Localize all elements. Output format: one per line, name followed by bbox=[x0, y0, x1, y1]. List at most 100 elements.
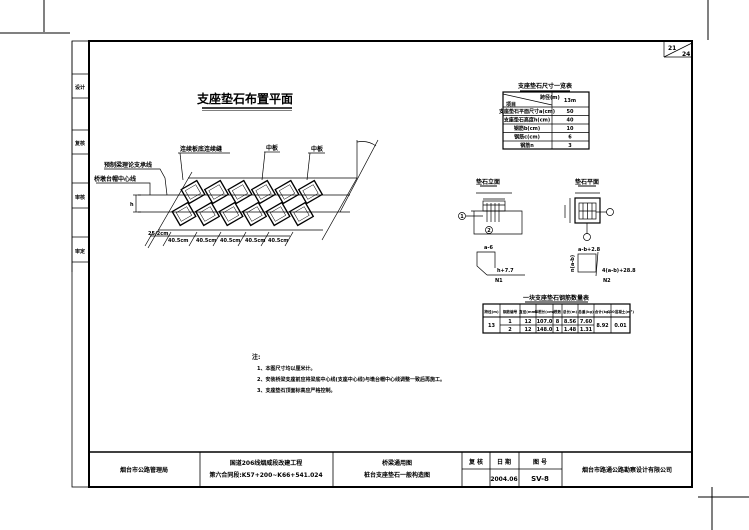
size-value: 50 bbox=[567, 109, 574, 115]
dim-label: 40.5cm bbox=[196, 238, 217, 244]
rebar-cell: 8.56 bbox=[564, 319, 577, 325]
inner-frame bbox=[88, 40, 693, 488]
circle-mark: 2 bbox=[487, 228, 491, 234]
size-value: 6 bbox=[568, 135, 572, 141]
drawing-category: 桥梁通用图 bbox=[382, 459, 412, 467]
size-item: 支座垫石高度h(cm) bbox=[503, 117, 550, 124]
circle-mark: 1 bbox=[460, 214, 464, 220]
notes-heading: 注: bbox=[252, 353, 260, 361]
corner-bottom: 项目 bbox=[506, 101, 516, 108]
side-strip bbox=[71, 41, 89, 272]
dim-label: 40.5cm bbox=[268, 238, 289, 244]
size-value: 10 bbox=[567, 126, 574, 132]
label-mid-plate: 中板 bbox=[311, 145, 324, 153]
rebar-cell: 1 bbox=[556, 327, 560, 333]
agency-name: 烟台市公路管理局 bbox=[120, 466, 168, 474]
span-header: 13m bbox=[564, 98, 576, 104]
label-support-line: 预制梁理论支承线 bbox=[104, 161, 152, 169]
elevation-detail bbox=[458, 192, 523, 235]
plan-detail-title: 垫石平面 bbox=[575, 178, 599, 186]
rebar-header: 合计(kg) bbox=[594, 309, 611, 314]
rebar-header: C30混凝土(m³) bbox=[607, 309, 634, 314]
rebar-table: 跨径(m)钢筋编号直径(mm)单根长(cm)根数总长(m)总重(kg)合计(kg… bbox=[482, 303, 634, 334]
side-label: 设计 bbox=[75, 84, 85, 91]
rebar-table-title: 一块支座垫石钢筋数量表 bbox=[523, 294, 590, 302]
rebar-cell: 2 bbox=[508, 327, 512, 333]
label-center-line: 桥墩台帽中心线 bbox=[94, 175, 136, 183]
bearing-plan bbox=[96, 139, 379, 249]
contract-section: 第六合同段:K57+200~K66+541.024 bbox=[208, 471, 322, 479]
side-label: 审核 bbox=[75, 194, 85, 201]
side-label: 复核 bbox=[74, 140, 85, 147]
rebar-cell: 148.0 bbox=[537, 327, 553, 333]
bearing-pad bbox=[297, 179, 324, 205]
dim-tick bbox=[144, 231, 154, 247]
bar-len: 4(a-b)+28.8 bbox=[602, 268, 636, 274]
page-number: 21 bbox=[668, 45, 676, 52]
bar-top: a-b+2.8 bbox=[578, 247, 601, 253]
project-name: 国道206线烟威段改建工程 bbox=[230, 459, 303, 467]
number-label: 图 号 bbox=[533, 458, 547, 466]
rebar-header: 根数 bbox=[554, 309, 562, 314]
dim-tick bbox=[284, 231, 294, 247]
elevation-title: 垫石立面 bbox=[476, 178, 500, 186]
dim-label: 40.5cm bbox=[220, 238, 241, 244]
dim-label: 40.5cm bbox=[168, 238, 189, 244]
plan-detail bbox=[564, 192, 614, 241]
page-number-box bbox=[663, 41, 693, 58]
date-value: 2004.06 bbox=[490, 476, 517, 483]
bar-n1-shape bbox=[476, 251, 525, 276]
rebar-cell: 1 bbox=[508, 319, 512, 325]
note-item: 2、安装桥梁支座前应将梁底中心线(支座中心线)与墩台帽中心线调整一致后再施工。 bbox=[257, 376, 445, 383]
size-table bbox=[502, 91, 590, 150]
title-block bbox=[89, 451, 692, 487]
bearing-pad bbox=[241, 201, 268, 227]
bar-n2-shape bbox=[577, 251, 599, 277]
page-total: 24 bbox=[682, 51, 690, 58]
rebar-span: 13 bbox=[488, 323, 495, 329]
drawing-title: 桩台支座垫石一般构造图 bbox=[364, 471, 430, 479]
dim-label: 40.5cm bbox=[245, 238, 266, 244]
note-item: 1、本图尺寸均以厘米计。 bbox=[257, 365, 315, 372]
bar-mark: N1 bbox=[495, 278, 503, 284]
size-value: 40 bbox=[567, 118, 574, 124]
bearing-pad bbox=[171, 201, 197, 227]
corner-top: 跨径(m) bbox=[540, 94, 560, 101]
size-item: 钢筋n bbox=[520, 142, 534, 149]
size-item: 支座垫石平面尺寸a(cm) bbox=[498, 108, 555, 115]
rebar-cell: 1.31 bbox=[580, 327, 593, 333]
dim-tick bbox=[162, 231, 172, 247]
size-table-title: 支座垫石尺寸一览表 bbox=[517, 82, 573, 90]
rebar-total: 8.92 bbox=[596, 323, 609, 329]
dim-tick bbox=[260, 231, 270, 247]
bearing-pad bbox=[250, 179, 277, 205]
size-item: 钢筋b(cm) bbox=[514, 125, 540, 132]
dim-tick bbox=[188, 231, 198, 247]
bearing-pad bbox=[227, 179, 253, 205]
dim-tick bbox=[237, 231, 247, 247]
rebar-header: 单根长(cm) bbox=[535, 309, 555, 314]
rebar-header: 直径(mm) bbox=[519, 309, 537, 314]
bearing-pad bbox=[274, 179, 300, 205]
bearing-pad bbox=[288, 201, 315, 227]
rebar-header: 跨径(m) bbox=[484, 309, 499, 314]
label-mid-plate: 中板 bbox=[266, 144, 279, 152]
label-joint: 连续板底连续缝 bbox=[180, 145, 222, 153]
dim-label: 25/2cm bbox=[148, 231, 168, 237]
dim-h: h bbox=[130, 202, 134, 208]
size-value: 3 bbox=[568, 143, 572, 149]
bar-dim: a-6 bbox=[484, 245, 493, 251]
bearing-pad bbox=[203, 179, 230, 205]
bar-len: h+7.7 bbox=[497, 268, 514, 274]
bar-side: n(a-b) bbox=[570, 255, 576, 272]
bearing-pad bbox=[218, 201, 244, 227]
rebar-cell: 8 bbox=[556, 319, 560, 325]
drawing-number: SV-8 bbox=[531, 475, 549, 483]
outer-frame bbox=[71, 40, 693, 488]
side-label: 审定 bbox=[75, 248, 85, 255]
rebar-cell: 12 bbox=[525, 319, 532, 325]
rebar-header: 总重(kg) bbox=[578, 309, 594, 314]
note-item: 3、支座垫石顶面标高应严格控制。 bbox=[257, 387, 335, 394]
